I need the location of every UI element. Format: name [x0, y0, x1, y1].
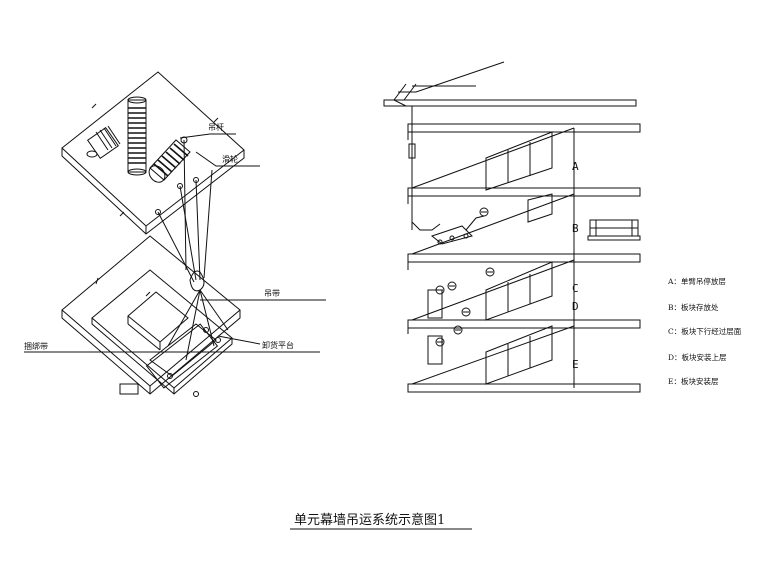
platform-leader	[217, 335, 261, 345]
legend-item-a: A：单臂吊停放层	[667, 276, 726, 286]
building-faces	[411, 127, 576, 388]
lower-slab	[61, 235, 241, 395]
diagram-title: 单元幕墙吊运系统示意图1	[294, 512, 445, 528]
curtain-wall-panel	[127, 291, 221, 397]
rod-leader	[179, 133, 236, 139]
unloading-platform	[91, 269, 233, 395]
floor-label-c: C	[572, 282, 579, 295]
panel-cd	[427, 267, 495, 365]
legend-item-d: D：板块安装上层	[668, 352, 727, 362]
platform-label: 卸货平台	[262, 340, 294, 350]
hoist-leader	[195, 151, 260, 167]
legend-item-e: E：板块安装层	[668, 376, 719, 386]
legend-item-b: B：板块存放处	[668, 302, 719, 312]
sling-label: 吊带	[264, 289, 280, 298]
rod-label: 吊杆	[208, 122, 224, 132]
floor-label-a: A	[572, 160, 579, 173]
floor-label-d: D	[572, 300, 579, 313]
floor-label-e: E	[572, 358, 579, 371]
crane-arm	[383, 61, 637, 107]
panel-b-icon	[587, 219, 641, 241]
right-hoist	[408, 106, 489, 245]
strap-label: 捆绑带	[24, 341, 48, 351]
winch-icon	[86, 125, 121, 160]
pulley-drum-icon	[148, 136, 191, 183]
upper-slab	[61, 71, 245, 235]
hoist-column-icon	[127, 96, 147, 176]
legend-item-c: C：板块下行经过层面	[668, 326, 742, 336]
floor-label-b: B	[572, 222, 579, 235]
floor-slabs	[407, 123, 641, 393]
hoist-label: 滑轮	[222, 154, 238, 164]
